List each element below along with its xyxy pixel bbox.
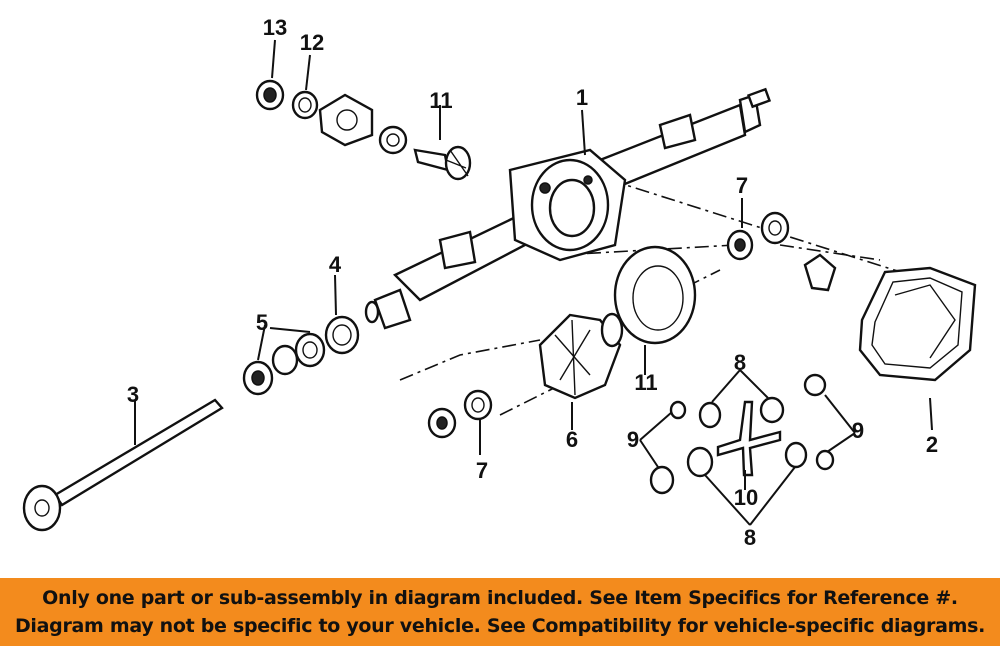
disclaimer-line-1: Only one part or sub-assembly in diagram…: [42, 587, 958, 609]
pinion-assembly: [255, 79, 472, 181]
callout-8-bottom: 8: [744, 525, 756, 550]
disclaimer-banner: Only one part or sub-assembly in diagram…: [0, 578, 1000, 646]
callout-10: 10: [734, 485, 758, 510]
callout-4: 4: [329, 252, 342, 277]
axle-bearings-seals: [242, 315, 360, 396]
spider-gears: [649, 373, 835, 495]
callout-3: 3: [127, 382, 139, 407]
axle-shaft: [22, 398, 224, 532]
callout-5: 5: [256, 310, 268, 335]
rear-axle-exploded-diagram: 13 12 11 1 7 4 5 3 11 8 6 2 9 9 7 10 8: [22, 15, 977, 550]
callout-7-top: 7: [736, 173, 748, 198]
callout-7-bottom: 7: [476, 458, 488, 483]
differential-case: [538, 312, 624, 400]
ring-gear: [613, 245, 697, 345]
callout-6: 6: [566, 427, 578, 452]
callout-12: 12: [300, 30, 324, 55]
callout-11-bottom: 11: [634, 370, 657, 395]
callout-labels: 13 12 11 1 7 4 5 3 11 8 6 2 9 9 7 10 8: [127, 15, 938, 550]
callout-9-right: 9: [852, 418, 864, 443]
axle-housing: [364, 87, 772, 330]
callout-13: 13: [263, 15, 287, 40]
callout-1: 1: [576, 85, 588, 110]
differential-cover: [858, 266, 977, 382]
disclaimer-line-2: Diagram may not be specific to your vehi…: [14, 615, 986, 637]
callout-2: 2: [926, 432, 938, 457]
leader-lines: [134, 39, 933, 526]
callout-8-top: 8: [734, 350, 746, 375]
callout-11-top: 11: [429, 88, 452, 113]
carrier-bearing-left: [427, 389, 493, 439]
carrier-bearing-right: [726, 211, 837, 292]
callout-9-left: 9: [627, 427, 639, 452]
